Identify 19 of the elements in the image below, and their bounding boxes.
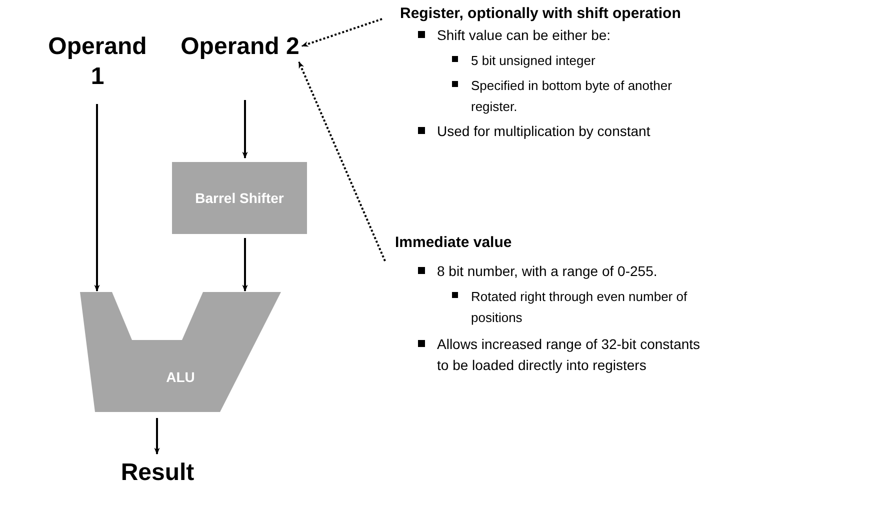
bullet-text: Used for multiplication by constant bbox=[437, 122, 652, 141]
bullet-text: Specified in bottom byte of another register. bbox=[471, 77, 673, 116]
arrow bbox=[242, 100, 248, 159]
result-label: Result bbox=[110, 458, 205, 494]
bullet-text: 5 bit unsigned integer bbox=[471, 52, 596, 70]
heading-text: Immediate value bbox=[395, 233, 535, 255]
arrow bbox=[154, 418, 160, 455]
process-box: Barrel Shifter bbox=[172, 162, 307, 234]
operand-label: Operand 1 bbox=[40, 32, 155, 96]
bullet-text: Rotated right through even number of positions bbox=[471, 288, 688, 327]
bullet-text: Shift value can be either be: bbox=[437, 26, 612, 45]
bullet-text: 8 bit number, with a range of 0-255. bbox=[437, 262, 658, 281]
dotted-arrow bbox=[301, 18, 382, 47]
arrow bbox=[242, 238, 248, 292]
bullet-text: Allows increased range of 32-bit constants to be loaded directly into registers bbox=[437, 335, 702, 375]
operand-label: Operand 2 bbox=[180, 32, 300, 96]
dotted-arrow bbox=[298, 61, 386, 262]
arrow bbox=[94, 104, 100, 292]
heading-text: Register, optionally with shift operation bbox=[400, 4, 840, 26]
